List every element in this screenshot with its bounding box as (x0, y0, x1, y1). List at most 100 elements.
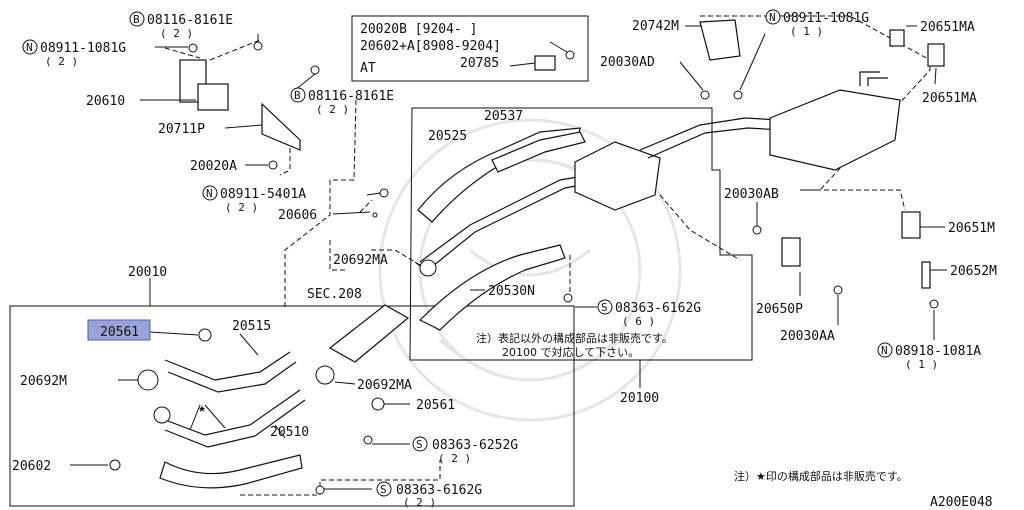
label-20030ad[interactable]: 20030AD (600, 55, 655, 70)
hanger-20785 (534, 55, 556, 71)
label-screw-s3-qty: ( 2 ) (403, 496, 436, 509)
hanger-dash (800, 189, 906, 211)
label-20785[interactable]: 20785 (460, 56, 499, 71)
label-20100[interactable]: 20100 (620, 391, 659, 406)
label-bolt-top-qty: ( 2 ) (160, 27, 193, 40)
label-20651m[interactable]: 20651M (948, 221, 995, 236)
svg-text:N: N (206, 187, 213, 200)
label-bolt-mid-qty: ( 2 ) (316, 103, 349, 116)
center-note-2: 20100 で対応して下さい。 (502, 345, 639, 359)
hanger-20650p (781, 237, 801, 267)
main-muffler (769, 89, 901, 171)
label-nut-mid-qty: ( 2 ) (225, 201, 258, 214)
fasteners (109, 41, 939, 495)
insulator-20537 (491, 131, 586, 173)
label-screw-s3[interactable]: 08363-6162G (396, 483, 482, 498)
label-20692ma-top[interactable]: 20692MA (333, 253, 388, 268)
label-20561-highlighted[interactable]: 20561 (100, 325, 139, 340)
variant-box (351, 15, 589, 82)
leader-lines (70, 25, 947, 490)
label-20010[interactable]: 20010 (128, 265, 167, 280)
label-20020a[interactable]: 20020A (190, 159, 237, 174)
label-bolt-mid[interactable]: 08116-8161E (308, 89, 394, 104)
label-20515[interactable]: 20515 (232, 319, 271, 334)
svg-text:N: N (26, 41, 33, 54)
label-20711p[interactable]: 20711P (158, 122, 205, 137)
label-20030aa[interactable]: 20030AA (780, 329, 835, 344)
label-20530n[interactable]: 20530N (488, 284, 535, 299)
svg-text:N: N (881, 344, 888, 357)
gasket-20692m (137, 369, 159, 391)
label-20651ma-b[interactable]: 20651MA (922, 91, 977, 106)
label-screw-s2-qty: ( 2 ) (438, 452, 471, 465)
assembly-20010-box (9, 305, 575, 507)
front-tube-20510 (159, 389, 306, 448)
rubber-mount (197, 83, 229, 111)
label-20537[interactable]: 20537 (484, 109, 523, 124)
svg-text:B: B (133, 13, 140, 26)
label-at: AT (360, 61, 376, 76)
catalytic-converter (328, 304, 410, 363)
prefix-badges: B N B N N S N S S (22, 9, 893, 497)
label-nut-top[interactable]: 08911-1081G (40, 41, 126, 56)
label-nut-right-qty: ( 1 ) (790, 25, 823, 38)
label-20561[interactable]: 20561 (416, 398, 455, 413)
label-nut-low-qty: ( 1 ) (905, 358, 938, 371)
label-nut-low[interactable]: 08918-1081A (895, 344, 981, 359)
top-nut-dash (164, 47, 201, 59)
star-note: 注）★印の構成部品は非販売です。 (734, 469, 908, 483)
rod-20652m (921, 261, 931, 289)
flange-front (153, 406, 171, 424)
label-20602[interactable]: 20602 (12, 459, 51, 474)
bracket-20742m (699, 19, 741, 61)
label-screw-s1[interactable]: 08363-6162G (615, 301, 701, 316)
label-nut-right[interactable]: 08911-1081G (783, 11, 869, 26)
variant-line-1: 20020B [9204- ] (360, 22, 477, 37)
svg-text:S: S (601, 301, 608, 314)
label-20610[interactable]: 20610 (86, 94, 125, 109)
label-20030ab[interactable]: 20030AB (724, 187, 779, 202)
hanger-20651ma-a (889, 29, 905, 47)
bracket-20711p (261, 102, 301, 151)
watermark-emblem (378, 118, 682, 422)
svg-text:S: S (380, 483, 387, 496)
label-20692m[interactable]: 20692M (20, 374, 67, 389)
label-20692ma-low[interactable]: 20692MA (357, 378, 412, 393)
flange-gasket (419, 259, 437, 277)
center-assembly-box (409, 107, 753, 361)
top-bolt-dash (209, 39, 261, 61)
variant-line-2: 20602+A[8908-9204] (360, 39, 501, 54)
gasket-20692ma-low (315, 365, 335, 385)
label-20651ma-a[interactable]: 20651MA (920, 20, 975, 35)
center-muffler (574, 141, 661, 211)
hanger-mid-dash (659, 194, 741, 261)
star-mark: ★ (198, 401, 206, 416)
label-nut-mid[interactable]: 08911-5401A (220, 187, 306, 202)
label-20652m[interactable]: 20652M (950, 264, 997, 279)
label-20742m[interactable]: 20742M (632, 19, 679, 34)
highlight-20561 (87, 319, 151, 341)
sec-dash (329, 240, 345, 271)
label-sec208[interactable]: SEC.208 (307, 287, 362, 302)
svg-text:N: N (769, 11, 776, 24)
svg-text:S: S (416, 438, 423, 451)
label-screw-s1-qty: ( 6 ) (622, 315, 655, 328)
insulator-20530n (418, 244, 566, 331)
heat-shield-lower (159, 454, 303, 489)
nut-mid-dash (359, 199, 373, 213)
label-screw-s2[interactable]: 08363-6252G (432, 438, 518, 453)
hanger-20651m (901, 211, 921, 239)
diagram-id: A200E048 (930, 495, 993, 510)
label-20510[interactable]: 20510 (270, 425, 309, 440)
label-bolt-top[interactable]: 08116-8161E (147, 13, 233, 28)
bracket-dash (279, 140, 291, 176)
tail-dash (284, 99, 357, 310)
tail-pipe-assembly (419, 71, 901, 277)
label-20606[interactable]: 20606 (278, 208, 317, 223)
label-20650p[interactable]: 20650P (756, 302, 803, 317)
label-20525[interactable]: 20525 (428, 129, 467, 144)
hanger-20651ma-b (927, 43, 945, 67)
svg-text:B: B (294, 89, 301, 102)
